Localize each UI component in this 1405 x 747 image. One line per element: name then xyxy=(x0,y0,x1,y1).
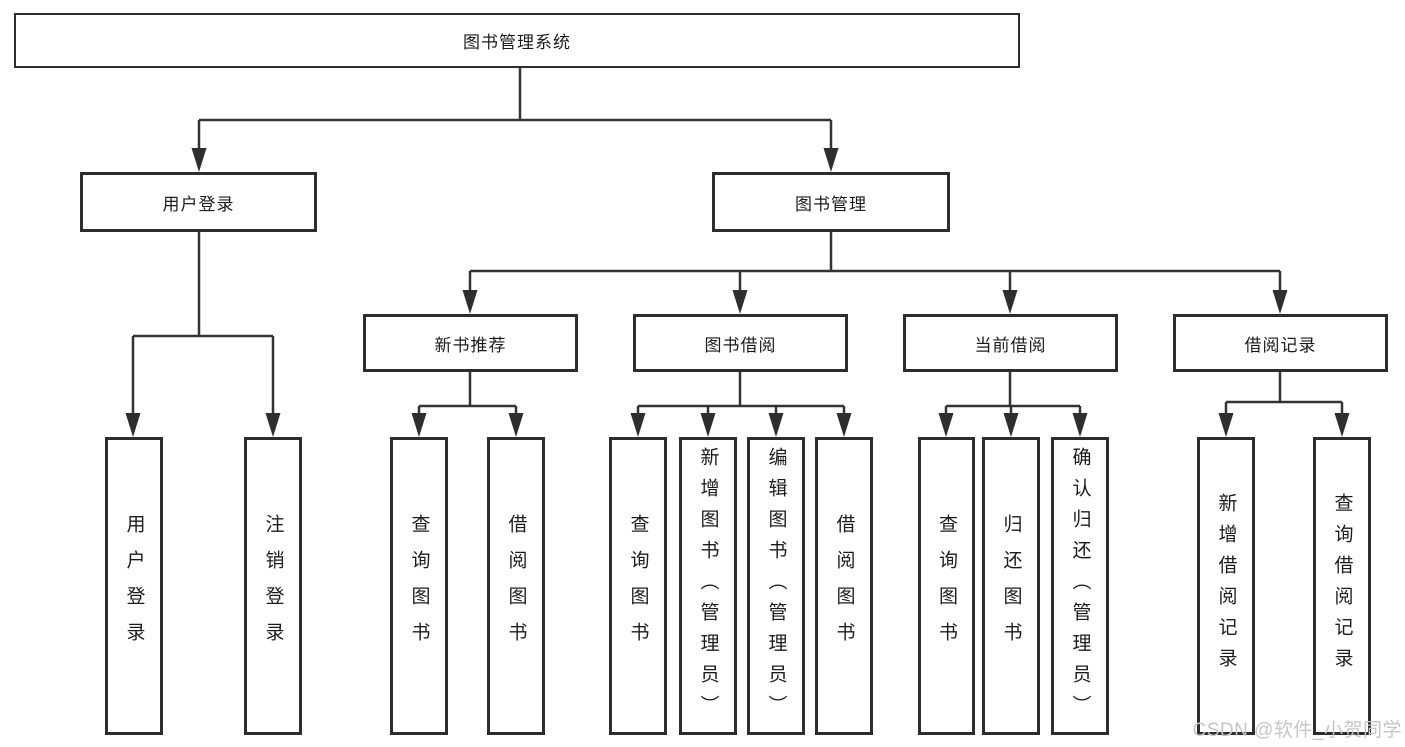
csdn-watermark: CSDN @软件_小贺同学 xyxy=(1192,720,1402,741)
node-book-borrowing: 图书借阅 xyxy=(633,314,848,372)
node-user-login-leaf-label: 用户登录 xyxy=(123,514,145,658)
node-query-books-current: 查询图书 xyxy=(918,437,975,735)
node-current-borrowing: 当前借阅 xyxy=(903,314,1118,372)
node-edit-books-admin: 编辑图书（管理员） xyxy=(747,437,805,735)
node-query-borrow-record: 查询借阅记录 xyxy=(1313,437,1371,735)
node-borrowing-records: 借阅记录 xyxy=(1173,314,1388,372)
node-edit-books-admin-label: 编辑图书（管理员） xyxy=(765,446,787,726)
node-book-management: 图书管理 xyxy=(712,172,950,232)
node-add-books-admin-label: 新增图书（管理员） xyxy=(697,446,719,726)
node-query-books-borrowing: 查询图书 xyxy=(609,437,667,735)
node-library-management-system: 图书管理系统 xyxy=(14,13,1020,68)
node-user-login: 用户登录 xyxy=(80,172,317,232)
node-query-books-borrowing-label: 查询图书 xyxy=(627,514,649,658)
node-return-books-label: 归还图书 xyxy=(1000,514,1022,658)
node-logout-label: 注销登录 xyxy=(262,514,284,658)
node-confirm-return-admin: 确认归还（管理员） xyxy=(1051,437,1109,735)
node-query-books-recommend-label: 查询图书 xyxy=(408,514,430,658)
node-borrow-books-label: 借阅图书 xyxy=(833,514,855,658)
node-query-books-current-label: 查询图书 xyxy=(936,514,957,658)
node-new-book-recommendation: 新书推荐 xyxy=(363,314,578,372)
node-add-books-admin: 新增图书（管理员） xyxy=(679,437,737,735)
node-add-borrow-record-label: 新增借阅记录 xyxy=(1215,493,1237,679)
node-borrow-books-recommend-label: 借阅图书 xyxy=(505,514,527,658)
node-user-login-leaf: 用户登录 xyxy=(105,437,163,735)
node-return-books: 归还图书 xyxy=(982,437,1040,735)
node-query-books-recommend: 查询图书 xyxy=(390,437,448,735)
node-borrow-books-recommend: 借阅图书 xyxy=(487,437,545,735)
node-borrow-books: 借阅图书 xyxy=(815,437,873,735)
node-query-borrow-record-label: 查询借阅记录 xyxy=(1331,493,1353,679)
node-add-borrow-record: 新增借阅记录 xyxy=(1197,437,1255,735)
node-confirm-return-admin-label: 确认归还（管理员） xyxy=(1069,446,1091,726)
node-logout: 注销登录 xyxy=(244,437,302,735)
